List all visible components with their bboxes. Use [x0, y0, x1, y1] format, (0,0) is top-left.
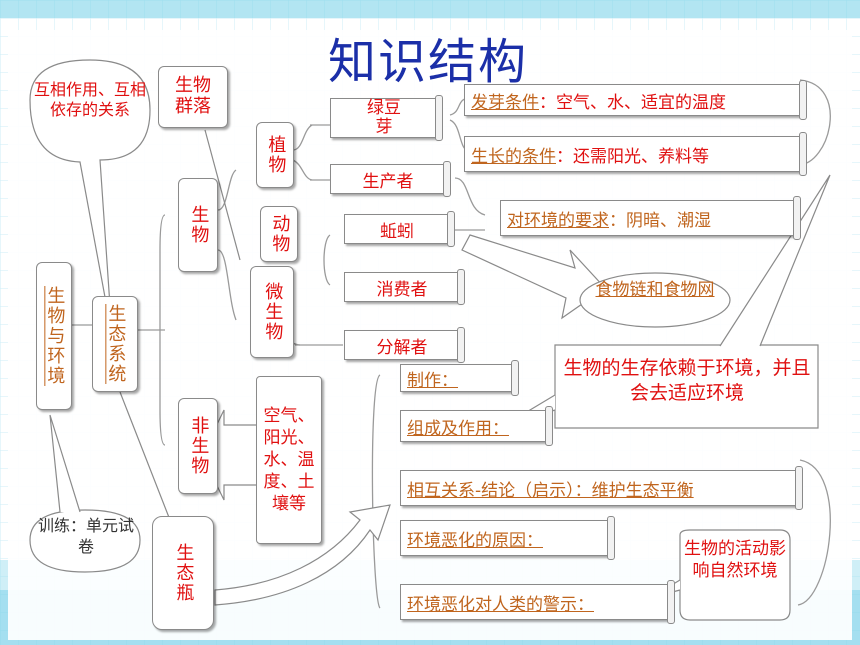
env-req-row: 对环境的要求：阴暗、潮湿	[500, 196, 801, 240]
make-row: 制作：	[400, 360, 519, 396]
growth-label: 生长的条件	[471, 146, 556, 167]
food-chain-callout: 食物链和食物网	[590, 280, 720, 301]
consumer-node: 消费者	[344, 269, 465, 305]
env-req-text: ：阴暗、潮湿	[609, 210, 711, 231]
influence-callout: 生物的活动影响自然环境	[684, 538, 786, 582]
deterioration-cause-row: 环境恶化的原因：	[400, 516, 615, 560]
decomposer-node: 分解者	[344, 327, 465, 363]
dependency-text: 生物的生存依赖于环境，并且会去适应环境	[563, 357, 811, 404]
influence-text: 生物的活动影响自然环境	[684, 539, 786, 582]
mungbean-node: 绿豆芽	[330, 95, 443, 141]
page-title: 知识结构	[328, 34, 529, 90]
animal-label: 动物	[269, 214, 291, 254]
organism-node: 生物	[178, 178, 218, 272]
composition-label: 组成及作用：	[407, 418, 509, 439]
training-text: 训练：单元试卷	[38, 516, 135, 556]
decomposer-label: 分解者	[376, 337, 428, 358]
bottle-label: 生态瓶	[173, 543, 195, 603]
growth-row: 生长的条件：还需阳光、养料等	[464, 132, 807, 176]
microbe-label: 微生物	[262, 282, 284, 342]
mutual-row: 相互关系-结论（启示）：维护生态平衡	[400, 466, 803, 510]
growth-text: ：还需阳光、养料等	[556, 146, 709, 167]
root-node: 生物与环境	[36, 262, 72, 410]
organism-label: 生物	[188, 205, 210, 245]
animal-node: 动物	[260, 206, 298, 262]
relation-text: 互相作用、互相依存的关系	[34, 80, 147, 119]
composition-row: 组成及作用：	[400, 406, 553, 446]
factors-label: 空气、阳光、水、温度、土壤等	[263, 405, 315, 515]
producer-label: 生产者	[362, 171, 414, 192]
earthworm-label: 蚯蚓	[380, 221, 414, 242]
warning-row: 环境恶化对人类的警示：	[400, 580, 675, 624]
ecosystem-node: 生态系统	[92, 296, 138, 392]
germination-text: ：空气、水、适宜的温度	[539, 92, 726, 113]
consumer-label: 消费者	[376, 279, 428, 300]
dependency-callout: 生物的生存依赖于环境，并且会去适应环境	[558, 356, 816, 405]
community-label: 生物群落	[175, 75, 211, 117]
germination-row: 发芽条件：空气、水、适宜的温度	[464, 80, 807, 120]
mungbean-label: 绿豆芽	[367, 98, 401, 137]
microbe-node: 微生物	[250, 266, 294, 358]
make-label: 制作：	[407, 370, 458, 391]
earthworm-node: 蚯蚓	[344, 211, 455, 247]
ecosystem-label: 生态系统	[105, 304, 127, 384]
food-chain-text: 食物链和食物网	[595, 280, 715, 300]
nonliving-node: 非生物	[178, 398, 218, 494]
root-label: 生物与环境	[44, 286, 66, 386]
training-callout: 训练：单元试卷	[38, 516, 134, 558]
community-node: 生物群落	[158, 66, 228, 128]
producer-node: 生产者	[330, 161, 451, 197]
plant-label: 植物	[265, 135, 287, 175]
mutual-label: 相互关系-结论（启示）：维护生态平衡	[407, 480, 694, 501]
bottle-node: 生态瓶	[152, 516, 214, 630]
relation-callout: 互相作用、互相依存的关系	[34, 80, 146, 120]
plant-node: 植物	[256, 122, 294, 188]
deterioration-cause-label: 环境恶化的原因：	[407, 530, 543, 551]
nonliving-label: 非生物	[188, 416, 210, 476]
env-req-label: 对环境的要求	[507, 210, 609, 231]
germination-label: 发芽条件	[471, 92, 539, 113]
factors-node: 空气、阳光、水、温度、土壤等	[256, 376, 322, 544]
warning-label: 环境恶化对人类的警示：	[407, 594, 594, 615]
